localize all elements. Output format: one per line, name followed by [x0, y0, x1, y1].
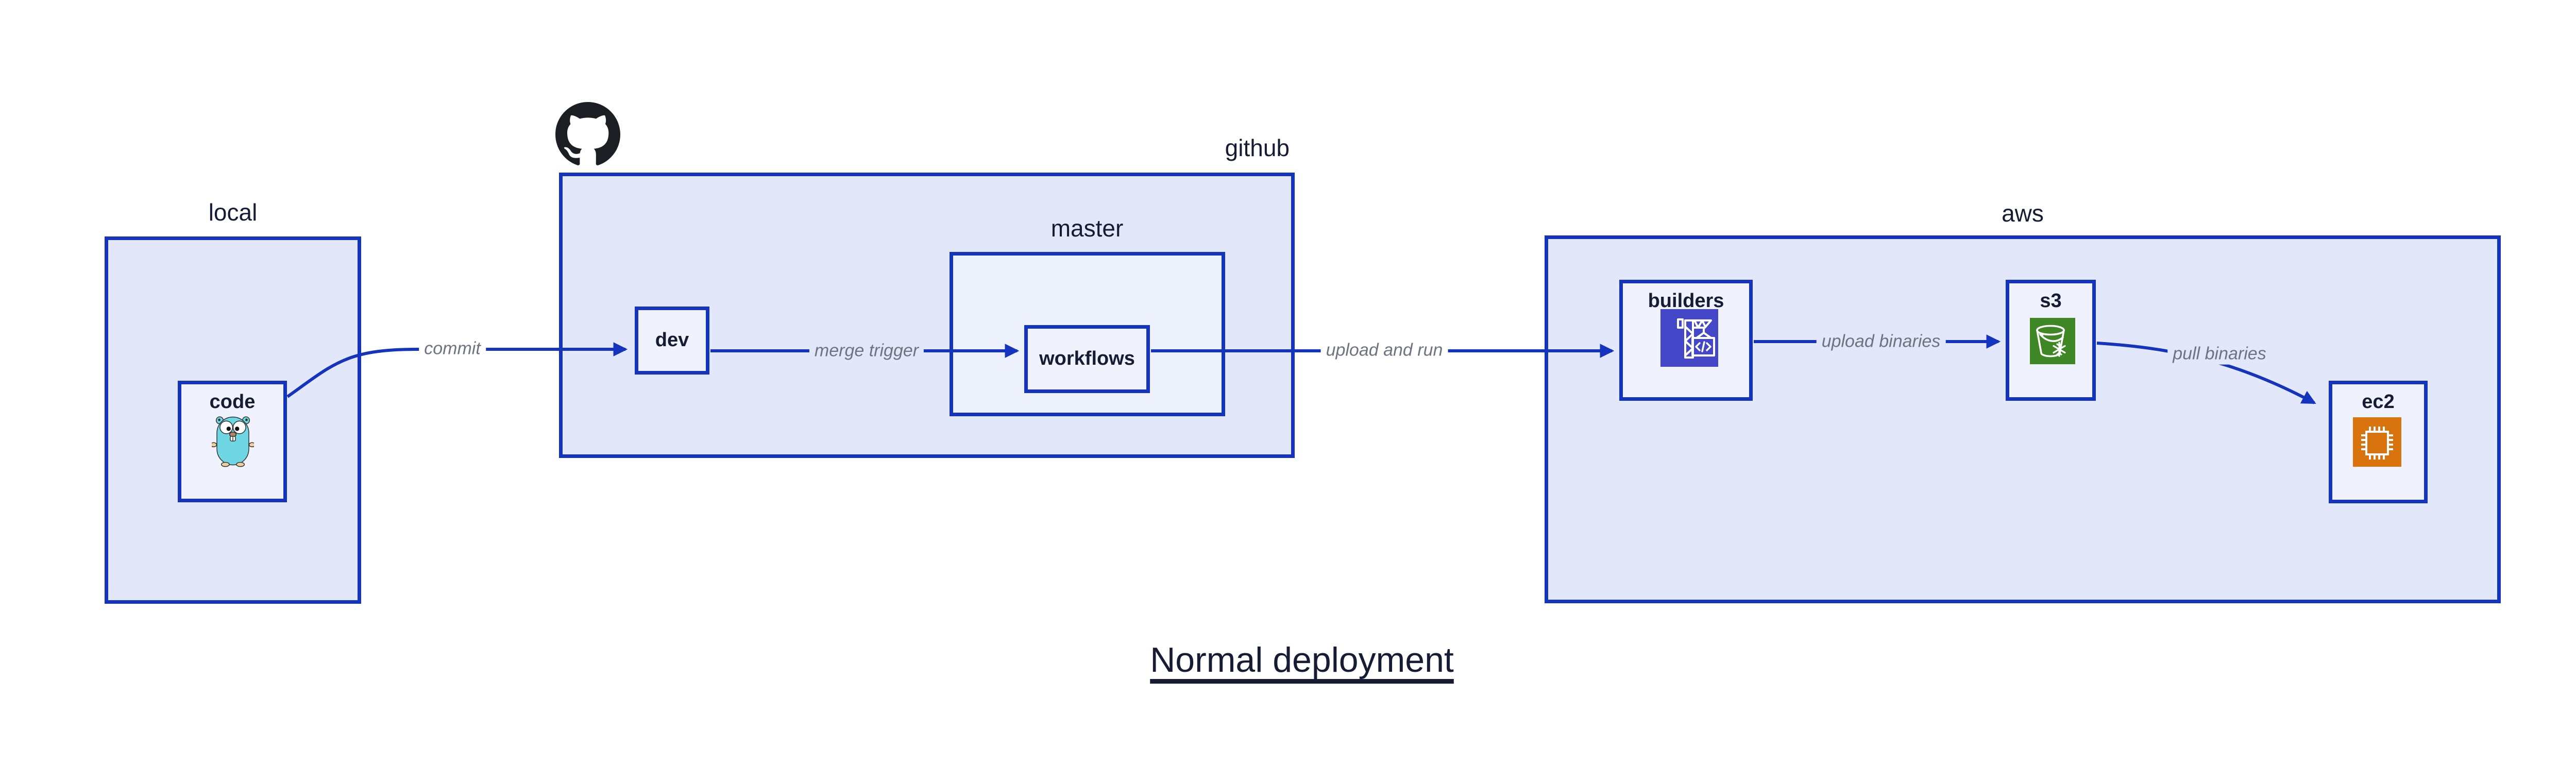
edge-label-pull-binaries: pull binaries — [2167, 343, 2272, 365]
node-code-label: code — [209, 391, 256, 413]
node-ec2-label: ec2 — [2362, 391, 2395, 413]
node-dev: dev — [635, 307, 709, 375]
container-aws-label: aws — [2002, 200, 2044, 227]
container-local-label: local — [208, 199, 258, 226]
node-workflows: workflows — [1024, 325, 1150, 393]
node-builders: builders — [1619, 280, 1753, 401]
edge-label-commit: commit — [419, 338, 486, 360]
edge-label-upload-binaries: upload binaries — [1816, 331, 1946, 352]
aws-ec2-icon — [2353, 417, 2401, 467]
edge-label-upload-and-run: upload and run — [1320, 339, 1448, 361]
node-ec2: ec2 — [2329, 381, 2428, 503]
edge-label-merge-trigger: merge trigger — [809, 340, 924, 362]
node-builders-label: builders — [1648, 290, 1724, 312]
node-workflows-label: workflows — [1039, 348, 1135, 370]
go-gopher-icon — [212, 416, 254, 467]
aws-codebuild-icon — [1660, 309, 1718, 367]
diagram-title: Normal deployment — [1150, 640, 1454, 680]
container-github-label: github — [1225, 134, 1290, 161]
node-dev-label: dev — [655, 329, 689, 351]
node-s3-label: s3 — [2040, 290, 2062, 312]
aws-s3-glacier-icon — [2030, 318, 2075, 364]
node-code: code — [178, 381, 287, 502]
container-master-label: master — [1050, 215, 1124, 242]
github-octocat-icon — [555, 102, 620, 165]
